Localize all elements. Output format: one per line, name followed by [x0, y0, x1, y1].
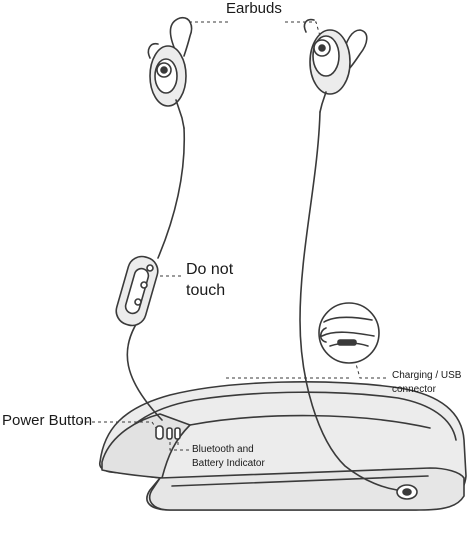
- neckband-right-end: [148, 467, 465, 511]
- right-earbud: [303, 18, 368, 113]
- leader-power-button: [80, 421, 157, 429]
- leader-charging: [355, 363, 386, 379]
- label-bluetooth-line1: Bluetooth and: [192, 444, 254, 455]
- left-cable-upper: [157, 127, 186, 259]
- label-do-not-touch-line2: touch: [186, 282, 226, 299]
- usb-port: [337, 339, 357, 346]
- charging-port-callout: [318, 302, 380, 364]
- inline-remote: [115, 255, 159, 327]
- label-bluetooth-line2: Battery Indicator: [192, 458, 265, 469]
- leader-indicator: [169, 442, 190, 451]
- indicator-light-1: [166, 427, 173, 440]
- neckband: [98, 381, 467, 511]
- label-do-not-touch-line1: Do not: [186, 261, 234, 278]
- left-earbud: [147, 16, 193, 129]
- leader-earbuds-right: [285, 21, 321, 37]
- label-charging-line1: Charging / USB: [392, 370, 462, 381]
- power-button: [155, 425, 164, 440]
- power-button-group: [155, 425, 181, 440]
- label-earbuds: Earbuds: [226, 0, 282, 17]
- left-cable-lower: [126, 317, 163, 421]
- label-power-button: Power Button: [2, 412, 93, 429]
- right-cable: [299, 111, 398, 491]
- neckband-top-edge: [113, 391, 457, 456]
- label-charging-line2: connector: [392, 384, 436, 395]
- indicator-light-2: [174, 427, 181, 440]
